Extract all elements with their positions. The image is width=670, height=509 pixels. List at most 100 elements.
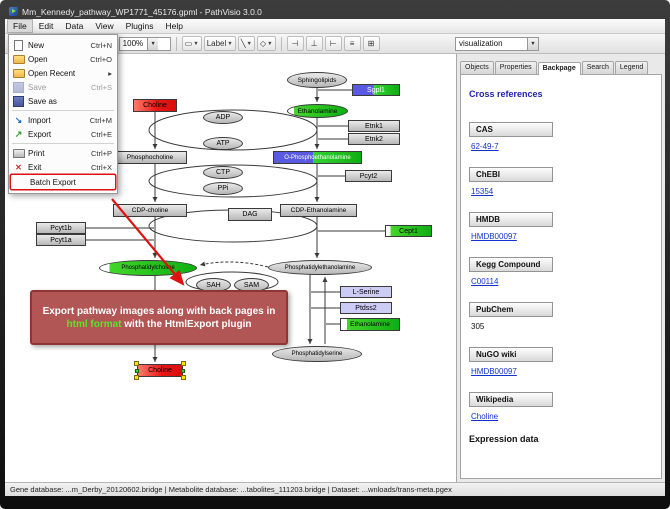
pathway-node-cdp-choline[interactable]: CDP-choline (113, 204, 187, 217)
window-title: Mm_Kennedy_pathway_WP1771_45176.gpml - P… (22, 6, 262, 17)
tutorial-callout: Export pathway images along with back pa… (30, 290, 288, 345)
menu-shortcut: Ctrl+N (90, 40, 112, 50)
menu-item-label: Open Recent (28, 68, 76, 78)
selection-handle[interactable] (135, 368, 139, 373)
pathway-node-ethanolamine[interactable]: Ethanolamine (287, 104, 348, 118)
menu-shortcut: Ctrl+M (89, 115, 112, 125)
selection-handle[interactable] (134, 375, 139, 380)
selection-handle[interactable] (181, 368, 185, 373)
pathway-node-ptdss2[interactable]: Ptdss2 (340, 302, 392, 314)
menu-item-label: Export (28, 129, 52, 139)
backpage-section-header-wikipedia: Wikipedia (469, 392, 553, 407)
pathway-node-etnk2[interactable]: Etnk2 (348, 133, 400, 145)
menu-item-label: Save as (28, 96, 57, 106)
visualization-value: visualization (459, 39, 503, 48)
pathway-node-phosphocholine[interactable]: Phosphocholine (113, 151, 187, 164)
pathway-node-phosphatidylcholine[interactable]: Phosphatidylcholine (99, 260, 197, 276)
pathway-node-adp[interactable]: ADP (203, 111, 243, 124)
pathway-node-etnk1[interactable]: Etnk1 (348, 120, 400, 132)
menu-data[interactable]: Data (65, 21, 84, 31)
backpage-link-cas[interactable]: 62-49-7 (471, 142, 499, 151)
selection-handle[interactable] (134, 361, 139, 366)
add-datanode-button[interactable]: ▭▼ (181, 36, 202, 51)
zoom-combo[interactable]: 100% ▼ (118, 36, 171, 51)
pathway-node-ppi[interactable]: PPi (203, 182, 243, 195)
menu-item-label: Open (28, 54, 48, 64)
align-right-button[interactable]: ⊢ (324, 36, 342, 51)
visualization-combo[interactable]: visualization ▼ (455, 36, 539, 51)
add-shape-button[interactable]: ◇▼ (257, 36, 276, 51)
add-datanode-button-glyph: ▭ (184, 39, 193, 48)
pathway-node-pcyt1a[interactable]: Pcyt1a (36, 234, 86, 246)
tab-properties[interactable]: Properties (494, 61, 537, 74)
tab-backpage[interactable]: Backpage (537, 62, 581, 75)
backpage-link-chebi[interactable]: 15354 (471, 187, 494, 196)
menu-item-open[interactable]: Open Ctrl+O (9, 52, 117, 66)
backpage-link-wikipedia[interactable]: Choline (471, 412, 499, 421)
pathway-node-cept1[interactable]: Cept1 (385, 225, 432, 237)
align-right-button-glyph: ⊢ (329, 39, 337, 48)
menu-shortcut: Ctrl+O (90, 54, 112, 64)
pathway-node-ctp[interactable]: CTP (203, 166, 243, 179)
menu-file[interactable]: File (7, 19, 33, 33)
menu-item-label: Print (28, 148, 45, 158)
menu-bar: File Edit Data View Plugins Help (5, 19, 665, 34)
align-center-button-glyph: ⊥ (310, 39, 318, 48)
menu-help[interactable]: Help (165, 21, 183, 31)
pathway-node-choline[interactable]: Choline (133, 99, 177, 112)
pathway-node-dag[interactable]: DAG (228, 208, 272, 221)
pathway-node-phosphatidylethanolamine[interactable]: Phosphatidylethanolamine (268, 260, 372, 275)
pathway-node-l-serine[interactable]: L-Serine (340, 286, 392, 298)
backpage-section-header-kegg-compound: Kegg Compound (469, 257, 553, 272)
tab-legend[interactable]: Legend (614, 61, 649, 74)
menu-edit[interactable]: Edit (38, 21, 54, 31)
callout-highlight: html format (66, 318, 122, 330)
backpage-value-pubchem: 305 (471, 322, 485, 331)
add-line-button[interactable]: ╲▼ (237, 36, 255, 51)
print-icon (12, 148, 25, 159)
pathway-node-cdp-ethanolamine[interactable]: CDP-Ethanolamine (280, 204, 357, 217)
selection-handle[interactable] (181, 375, 186, 380)
add-label-button-glyph: Label (206, 39, 227, 48)
chevron-down-icon: ▼ (147, 37, 159, 50)
backpage-link-nugo-wiki[interactable]: HMDB00097 (471, 367, 517, 376)
distribute-button[interactable]: ≡ (343, 36, 361, 51)
stack-button[interactable]: ⊞ (362, 36, 380, 51)
pathway-node-pcyt2[interactable]: Pcyt2 (345, 170, 392, 182)
backpage-section-header-chebi: ChEBI (469, 167, 553, 182)
align-center-button[interactable]: ⊥ (305, 36, 323, 51)
recent-folder-icon (12, 68, 25, 79)
pathway-node-pcyt1b[interactable]: Pcyt1b (36, 222, 86, 234)
backpage-link-hmdb[interactable]: HMDB00097 (471, 232, 517, 241)
selection-handle[interactable] (181, 361, 186, 366)
pathway-node-choline[interactable]: Choline (134, 361, 186, 380)
tab-search[interactable]: Search (581, 61, 614, 74)
add-line-button-glyph: ╲ (240, 39, 246, 48)
menu-item-open-recent[interactable]: Open Recent▸ (9, 66, 117, 80)
menu-shortcut: Ctrl+X (90, 162, 112, 172)
menu-item-save-as[interactable]: Save as (9, 94, 117, 108)
align-left-button[interactable]: ⊣ (286, 36, 304, 51)
pathway-node-phosphatidylserine[interactable]: Phosphatidylserine (272, 346, 362, 362)
pathvisio-app-icon (9, 7, 18, 16)
menu-view[interactable]: View (95, 21, 114, 31)
menu-plugins[interactable]: Plugins (125, 21, 154, 31)
pathway-node-sgpl1[interactable]: Sgpl1 (352, 84, 400, 96)
pathway-node-ethanolamine[interactable]: Ethanolamine (340, 318, 400, 331)
add-label-button[interactable]: Label▼ (203, 36, 236, 51)
pathway-node-atp[interactable]: ATP (203, 137, 243, 150)
tab-objects[interactable]: Objects (460, 61, 494, 74)
pathway-node-o-phosphoethanolamine[interactable]: O-Phosphoethanolamine (273, 151, 362, 164)
menu-item-batch-export[interactable]: Batch Export (11, 175, 115, 189)
pathway-node-sphingolipids[interactable]: Sphingolipids (287, 72, 347, 88)
menu-item-spacer (14, 177, 27, 188)
backpage-link-kegg-compound[interactable]: C00114 (471, 277, 499, 286)
save-as-disk-icon (12, 96, 25, 107)
